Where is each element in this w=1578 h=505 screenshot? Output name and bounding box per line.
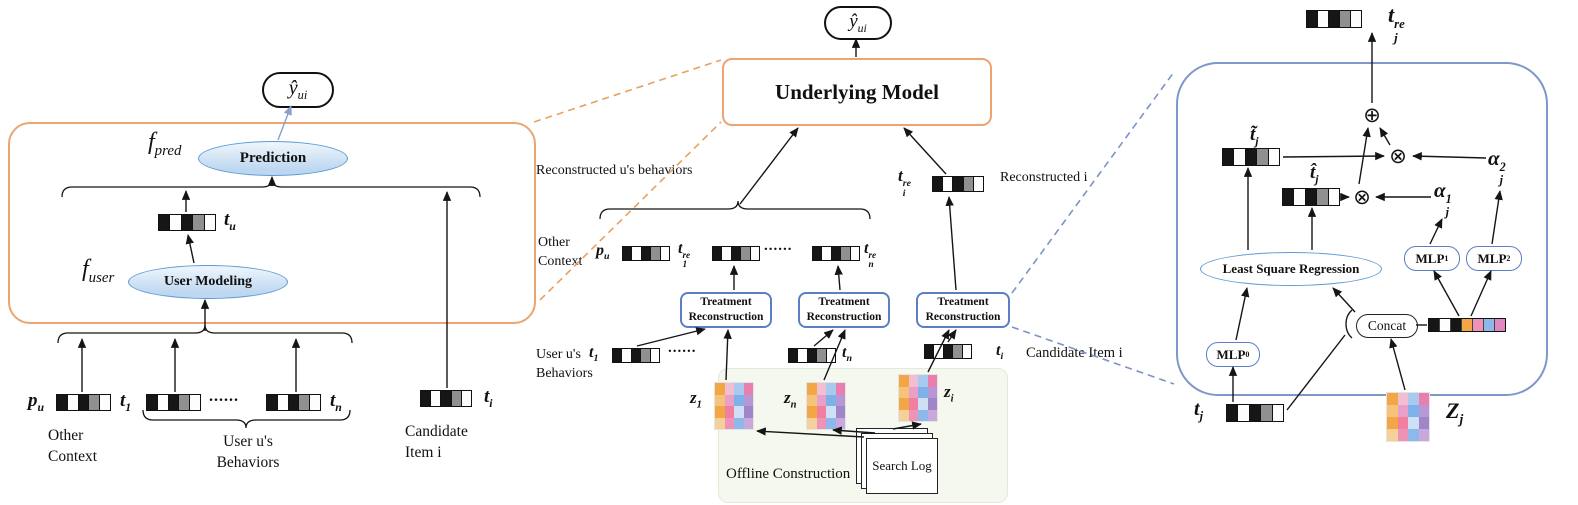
mid-behaviors-ellipsis: ...... — [668, 340, 697, 356]
z-n-embedding — [806, 382, 846, 430]
zoom-link-orange-bottom — [539, 121, 722, 301]
t-j-vector — [1226, 404, 1284, 422]
t-u-vector — [158, 214, 216, 231]
otimes-operator-icon-lower: ⊗ — [1353, 184, 1371, 209]
t-j-re-vector — [1306, 10, 1362, 28]
concat-output-vector — [1428, 318, 1506, 332]
t-tilde-vector — [1222, 148, 1280, 166]
yhat-mid-node: ŷui — [824, 6, 892, 40]
reconstructed-ellipsis: ...... — [764, 238, 793, 254]
underlying-model-box: Underlying Model — [722, 58, 992, 126]
user-modeling-node: User Modeling — [128, 265, 288, 299]
t-u-label: tu — [224, 209, 236, 233]
search-log-page-front: Search Log — [866, 438, 938, 494]
z-i-embedding — [898, 374, 938, 422]
z-1-label: z1 — [690, 388, 702, 411]
mid-t-1-label: t1 — [589, 344, 599, 365]
ti-to-tr3-arrow — [947, 329, 957, 343]
yhat-mid-label: ŷui — [849, 10, 867, 35]
mid-t-i-label: ti — [996, 342, 1004, 363]
f-user-label: fuser — [82, 256, 115, 286]
mid-candidate-item-label: Candidate Item i — [1026, 345, 1123, 361]
t-j-label: tj — [1194, 398, 1204, 423]
z-j-label: Zj — [1446, 398, 1464, 427]
t-i-label: ti — [484, 386, 493, 410]
yhat-left-node: ŷui — [262, 72, 334, 108]
z-n-label: zn — [784, 388, 797, 411]
t-1-vector — [146, 394, 201, 411]
t-tilde-label: t̃j — [1250, 124, 1259, 148]
tr2-to-tnre-arrow — [834, 265, 843, 291]
user-modeling-inputs-brace — [57, 324, 353, 344]
p-u-vector — [56, 394, 111, 411]
zoom-link-orange-top — [533, 59, 722, 123]
t-n-re-vector — [812, 246, 860, 261]
offline-construction-label: Offline Construction — [726, 466, 851, 482]
mid-t-n-label: tn — [842, 344, 852, 365]
prediction-model-box — [8, 122, 536, 324]
reconstructed-behaviors-brace — [599, 200, 871, 220]
f-pred-label: fpred — [148, 129, 182, 159]
t-1-re-vector — [712, 246, 760, 261]
least-square-regression-node: Least Square Regression — [1200, 252, 1382, 286]
p-u-label: pu — [28, 390, 45, 414]
t-hat-vector — [1282, 188, 1340, 206]
mid-t-i-vector — [924, 344, 972, 359]
mid-t-n-vector — [788, 348, 836, 363]
search-log-docs-icon: Search Log — [856, 428, 946, 498]
tn-to-tr2-arrow — [813, 329, 834, 347]
mid-p-u-label: pu — [596, 242, 610, 263]
tr3-to-tire-arrow — [945, 196, 957, 291]
reconstructed-behaviors-label: Reconstructed u's behaviors — [536, 163, 693, 178]
mid-t-1-vector — [612, 348, 660, 363]
t-n-label: tn — [330, 390, 342, 414]
reconstructed-i-label: Reconstructed i — [1000, 170, 1088, 185]
treatment-reconstruction-detail-box — [1176, 62, 1548, 396]
z-1-embedding — [714, 382, 754, 430]
t-i-vector — [420, 390, 472, 407]
concat-node: Concat — [1356, 314, 1418, 338]
t-n-vector — [266, 394, 321, 411]
behaviors-under-brace — [142, 409, 351, 429]
brace-to-model-arrow — [739, 127, 799, 205]
mid-p-u-vector — [622, 246, 670, 261]
t-hat-label: t̂j — [1310, 162, 1319, 186]
treatment-reconstruction-box-1: Treatment Reconstruction — [680, 292, 772, 328]
t-1-label: t1 — [120, 390, 132, 414]
z-i-label: zi — [944, 382, 954, 405]
treatment-reconstruction-box-3: Treatment Reconstruction — [916, 292, 1010, 328]
prediction-node: Prediction — [198, 141, 348, 176]
oplus-operator-icon: ⊕ — [1363, 102, 1381, 127]
z-j-embedding — [1386, 392, 1430, 442]
t-i-re-vector — [932, 176, 984, 192]
yhat-left-label: ŷui — [288, 77, 308, 102]
treatment-reconstruction-box-2: Treatment Reconstruction — [798, 292, 890, 328]
otimes-operator-icon-upper: ⊗ — [1389, 143, 1407, 168]
behaviors-ellipsis: ...... — [209, 388, 239, 405]
